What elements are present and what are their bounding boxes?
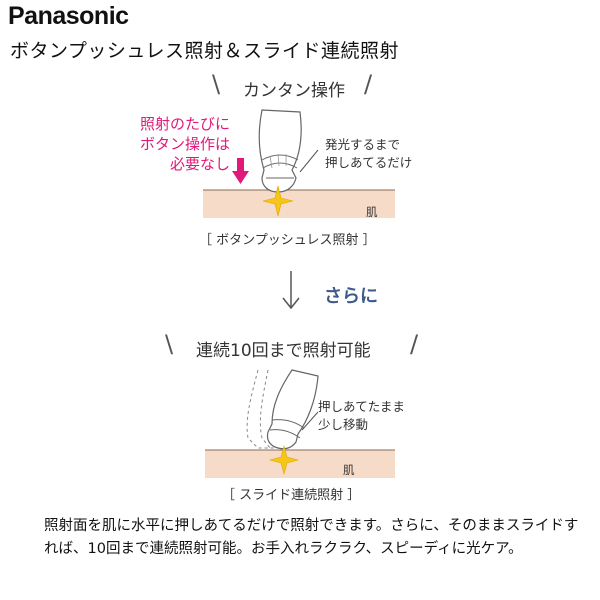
skin-label-step1: 肌 (366, 205, 378, 219)
sparkle-step2 (268, 444, 300, 476)
skin-block-step2 (205, 450, 395, 478)
page-headline: ボタンプッシュレス照射＆スライド連続照射 (10, 40, 400, 62)
note-line: 押しあてるだけ (325, 155, 413, 170)
step2-title: 連続10回まで照射可能 (196, 341, 371, 361)
step2-caption: ［ スライド連続照射 ］ (222, 488, 361, 503)
panasonic-logo: Panasonic (8, 2, 129, 30)
note-line: 押しあてたまま (318, 399, 405, 414)
leader-line-step1 (299, 149, 319, 173)
skin-block-step1 (203, 190, 395, 218)
slash-decoration-left: \ (212, 70, 221, 98)
pink-note-line: 照射のたびに (139, 115, 230, 133)
slash-decoration-right: / (410, 330, 419, 358)
skin-label-step2: 肌 (343, 463, 355, 477)
slash-decoration-left: \ (165, 330, 174, 358)
pink-down-arrow (232, 158, 249, 184)
step1-device-note: 発光するまで 押しあてるだけ (325, 136, 412, 172)
description-text: 照射面を肌に水平に押しあてるだけで照射できます。さらに、そのままスライドすれば、… (44, 518, 579, 557)
transition-label: さらに (324, 286, 378, 307)
step1-caption: ［ ボタンプッシュレス照射 ］ (199, 233, 376, 248)
device-ghost-step2 (246, 369, 282, 449)
slash-decoration-right: / (364, 70, 373, 98)
sparkle-step1 (262, 185, 294, 217)
note-line: 少し移動 (318, 417, 369, 432)
step1-title: カンタン操作 (243, 81, 345, 101)
leader-line-step2 (301, 411, 319, 431)
note-line: 発光するまで (325, 137, 401, 152)
down-arrow (282, 271, 300, 310)
device-step1 (258, 109, 302, 193)
step2-device-note: 押しあてたまま 少し移動 (318, 398, 405, 434)
device-step2 (266, 369, 319, 450)
pink-note-line: ボタン操作は (139, 135, 230, 153)
pink-note-line: 必要なし (169, 155, 230, 173)
step1-pink-note: 照射のたびに ボタン操作は 必要なし (120, 114, 230, 174)
